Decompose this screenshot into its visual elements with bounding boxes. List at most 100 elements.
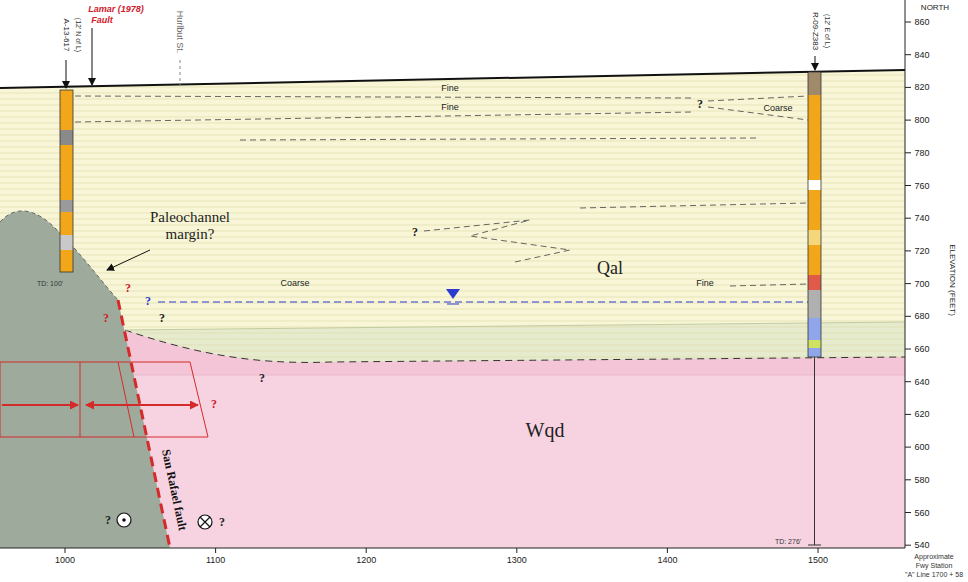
layer-contacts [75, 96, 692, 98]
paleochannel-margin [0, 211, 118, 300]
contact-line [125, 330, 905, 362]
axis-title: ELEVATION (FEET) [948, 244, 957, 316]
elevation-label: 800 [914, 115, 929, 125]
station-label: 1200 [356, 555, 376, 565]
axis-note: "A" Line 1700 + 58 [905, 571, 963, 578]
axis-tick [905, 316, 911, 317]
query-mark: ? [259, 371, 265, 386]
query-mark: ? [211, 397, 217, 412]
elevation-label: 720 [914, 246, 929, 256]
fault-zone-box [0, 362, 208, 437]
fault-pointer [92, 28, 93, 85]
axis-tick [905, 250, 911, 251]
fault-zone-box [0, 362, 208, 437]
layer-label: Fine [441, 83, 459, 93]
layer-label: Coarse [280, 278, 309, 288]
borehole-log [60, 250, 73, 272]
axis-tick [905, 479, 911, 480]
alluvium-contact [125, 322, 905, 330]
north-label: NORTH [921, 3, 949, 12]
fault-label: San Rafael fault [158, 448, 190, 532]
fault-line [118, 300, 170, 548]
borehole-log [808, 230, 821, 245]
into-page-symbol [198, 515, 212, 529]
bedrock-unit [0, 211, 170, 548]
station-label: 1000 [55, 555, 75, 565]
elevation-label: 840 [914, 50, 929, 60]
borehole-log [60, 212, 73, 235]
borehole-log [60, 200, 73, 212]
query-mark: ? [159, 311, 165, 326]
elevation-label: 760 [914, 181, 929, 191]
axis-tick [366, 548, 367, 553]
borehole-log [808, 180, 821, 190]
elevation-label: 680 [914, 311, 929, 321]
borehole-log [60, 90, 73, 272]
axis-tick [905, 54, 911, 55]
elevation-axis [905, 0, 906, 548]
elevation-label: 560 [914, 508, 929, 518]
layer-contacts [424, 220, 570, 262]
axis-tick [905, 414, 911, 415]
borehole-log [808, 340, 821, 348]
borehole-log [60, 90, 73, 272]
layer-contacts [75, 112, 692, 122]
fault-zone-box [80, 362, 81, 437]
borehole-log [808, 348, 821, 357]
water-table [158, 301, 808, 302]
water-table-symbol [446, 289, 460, 299]
borehole-log [808, 245, 821, 275]
elevation-label: 640 [914, 377, 929, 387]
axis-tick [905, 218, 911, 219]
fault-name: Lamar (1978) [88, 4, 144, 14]
axis-tick [905, 185, 911, 186]
query-mark: ? [145, 294, 151, 309]
query-mark: ? [219, 515, 225, 530]
layer-label: Coarse [763, 103, 792, 113]
qal-unit [0, 70, 905, 548]
layer-contacts [240, 138, 760, 140]
station-label: 1400 [657, 555, 677, 565]
layer-contacts [708, 96, 808, 101]
alluvium-hatch [0, 70, 905, 362]
borehole-log [814, 357, 815, 545]
query-mark: ? [105, 513, 111, 528]
query-mark: ? [697, 97, 703, 112]
borehole-log [60, 130, 73, 145]
borehole-id: A-13-617 [62, 19, 71, 52]
axis-tick [905, 545, 911, 546]
water-table-symbol [447, 304, 459, 305]
borehole-log [808, 275, 821, 290]
extent-arrow [2, 404, 78, 406]
total-depth: TD: 276' [775, 538, 801, 545]
borehole-note: (12' N of L) [75, 18, 82, 52]
unit-label: Wqd [526, 419, 565, 442]
axis-tick [905, 120, 911, 121]
borehole-log [60, 145, 73, 200]
elevation-label: 740 [914, 213, 929, 223]
layer-contacts [580, 203, 808, 208]
layer-contacts [75, 96, 808, 286]
extent-arrow [86, 404, 198, 406]
axis-tick [215, 548, 216, 553]
fault-name: Fault [91, 15, 113, 25]
axis-tick [667, 548, 668, 553]
elevation-label: 600 [914, 442, 929, 452]
leader-arrow [107, 250, 150, 270]
station-label: 1300 [507, 555, 527, 565]
borehole-log [808, 72, 821, 545]
station-label: 1500 [808, 555, 828, 565]
query-mark: ? [125, 281, 131, 296]
elevation-label: 620 [914, 409, 929, 419]
elevation-label: 700 [914, 279, 929, 289]
fault-zone-box [118, 362, 134, 437]
borehole-log [808, 72, 821, 357]
wqd-band-line [0, 375, 905, 376]
borehole-log [808, 318, 821, 340]
axis-tick [516, 548, 517, 553]
elevation-label: 580 [914, 475, 929, 485]
borehole-log [808, 95, 821, 180]
layer-contacts [730, 284, 808, 286]
